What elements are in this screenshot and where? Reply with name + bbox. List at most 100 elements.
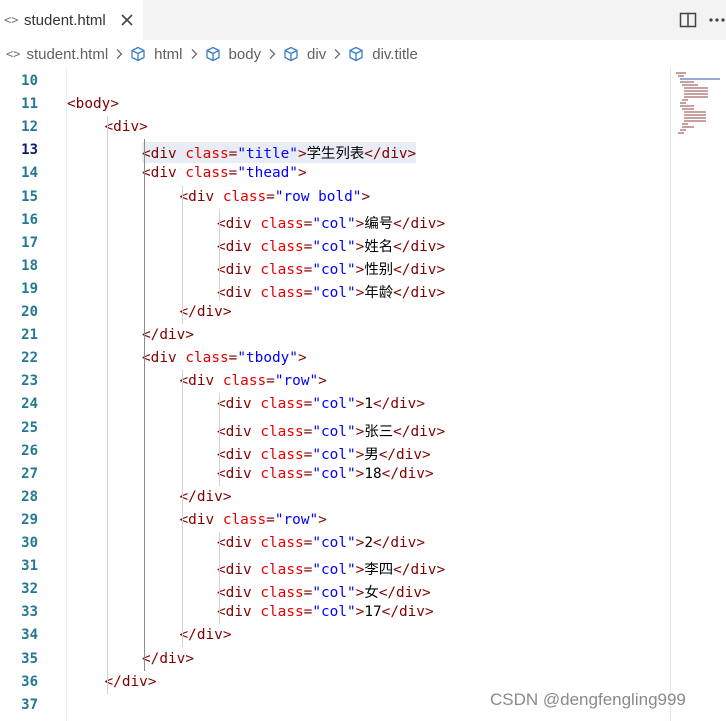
code-text: <body> (67, 96, 119, 112)
code-token: "col" (312, 535, 356, 551)
minimap[interactable] (672, 68, 726, 158)
code-token: </div> (142, 650, 194, 667)
breadcrumb-item[interactable]: div (283, 46, 326, 63)
code-token: 1 (364, 396, 373, 413)
code-line[interactable]: 34 </div> (0, 624, 670, 647)
breadcrumb-label: div (307, 45, 327, 63)
code-brackets-icon: <> (4, 13, 19, 27)
code-text: <div class="row bold"> (180, 189, 371, 205)
code-line[interactable]: 35</div> (0, 648, 670, 671)
code-text: </div> (180, 627, 232, 643)
code-token: = (303, 284, 313, 301)
code-token: 2 (364, 535, 373, 551)
code-line[interactable]: 27<div class="col">18</div> (0, 463, 670, 486)
code-line[interactable]: 32<div class="col">女</div> (0, 578, 670, 601)
breadcrumb-item[interactable]: html (130, 45, 183, 63)
breadcrumb-item[interactable]: body (205, 46, 261, 63)
split-editor-icon[interactable] (678, 10, 698, 30)
code-line[interactable]: 33<div class="col">17</div> (0, 601, 670, 624)
code-line[interactable]: 12<div> (0, 116, 670, 139)
code-token: </div> (393, 562, 446, 579)
code-text: <div class="thead"> (142, 165, 307, 181)
code-token: > (355, 585, 365, 602)
code-text: <div class="col">1</div> (217, 396, 425, 412)
code-text: <div class="col">编号</div> (217, 212, 445, 233)
code-token: > (355, 238, 365, 255)
code-token: > (318, 373, 327, 390)
line-number: 10 (21, 73, 38, 89)
code-token: > (297, 146, 307, 163)
code-token: class (260, 446, 304, 463)
code-token: class (222, 188, 267, 205)
code-token: </div> (381, 465, 434, 482)
line-number: 12 (21, 119, 38, 136)
code-line[interactable]: 15<div class="row bold"> (0, 186, 670, 209)
indent-guide (144, 139, 145, 671)
code-token: </div> (104, 673, 157, 690)
code-token: "col" (312, 465, 356, 482)
code-token: <div (179, 188, 223, 205)
code-token: </div> (142, 327, 194, 344)
line-number: 36 (21, 673, 38, 690)
cube-icon (130, 46, 150, 62)
breadcrumb-item[interactable]: <>student.html (6, 46, 108, 63)
line-number: 29 (21, 511, 38, 528)
code-line[interactable]: 28</div> (0, 486, 670, 509)
line-number: 18 (21, 257, 38, 274)
code-token: <div (179, 373, 223, 390)
code-token: "col" (312, 215, 356, 232)
code-line[interactable]: 17<div class="col">姓名</div> (0, 232, 670, 255)
code-line[interactable]: 14<div class="thead"> (0, 162, 670, 185)
code-line[interactable]: 24<div class="col">1</div> (0, 393, 670, 416)
code-text: </div> (180, 304, 232, 320)
line-number: 34 (21, 627, 38, 644)
code-line[interactable]: 37 (0, 694, 670, 717)
line-number: 26 (21, 442, 38, 459)
tab-label: student.html (24, 11, 106, 29)
code-token: 编号 (364, 215, 394, 232)
code-token: = (303, 261, 313, 278)
code-line[interactable]: 36 </div> (0, 671, 670, 694)
code-line[interactable]: 29<div class="row"> (0, 509, 670, 532)
watermark: CSDN @dengfengling999 (490, 690, 686, 709)
code-line[interactable]: 20</div> (0, 301, 670, 324)
code-text: <div class="col">年龄</div> (217, 281, 445, 302)
code-line[interactable]: 10 (0, 70, 670, 93)
more-actions-icon[interactable] (707, 10, 726, 30)
code-text: <div class="title">学生列表</div> (142, 142, 417, 164)
code-token: > (355, 562, 365, 579)
code-token: = (266, 511, 275, 528)
indent-guide (181, 370, 183, 648)
code-token: <div (179, 511, 223, 528)
code-token: "col" (312, 585, 356, 602)
code-token: "col" (312, 423, 356, 440)
code-line[interactable]: 13<div class="title">学生列表</div> (0, 139, 670, 164)
code-line[interactable]: 26<div class="col">男</div> (0, 440, 670, 463)
code-token: > (355, 535, 365, 551)
close-icon[interactable] (116, 9, 138, 31)
tab-student-html[interactable]: <> student.html (0, 0, 143, 40)
code-token: class (260, 604, 304, 621)
line-number: 31 (21, 558, 38, 575)
code-line[interactable]: 16<div class="col">编号</div> (0, 209, 670, 232)
code-line[interactable]: 11<body> (0, 93, 670, 116)
chevron-right-icon (190, 48, 198, 60)
code-line[interactable]: 31<div class="col">李四</div> (0, 555, 670, 578)
breadcrumb-item[interactable]: div.title (348, 46, 418, 63)
code-text: <div class="col">性别</div> (217, 258, 445, 279)
code-line[interactable]: 21</div> (0, 324, 670, 347)
code-line[interactable]: 25<div class="col">张三</div> (0, 417, 670, 440)
breadcrumb: <>student.html html body div div.title (0, 40, 726, 68)
code-line[interactable]: 30<div class="col">2</div> (0, 532, 670, 555)
code-token: </div> (393, 284, 446, 301)
code-line[interactable]: 18 <div class="col">性别</div> (0, 255, 670, 278)
code-text: <div class="row"> (180, 373, 327, 389)
code-line[interactable]: 19<div class="col">年龄</div> (0, 278, 670, 301)
code-line[interactable]: 23<div class="row"> (0, 370, 670, 393)
code-line[interactable]: 22<div class="tbody"> (0, 347, 670, 370)
code-token: class (185, 350, 229, 367)
code-token: class (260, 261, 304, 278)
code-token: <div (217, 423, 261, 440)
breadcrumb-label: html (154, 45, 183, 63)
